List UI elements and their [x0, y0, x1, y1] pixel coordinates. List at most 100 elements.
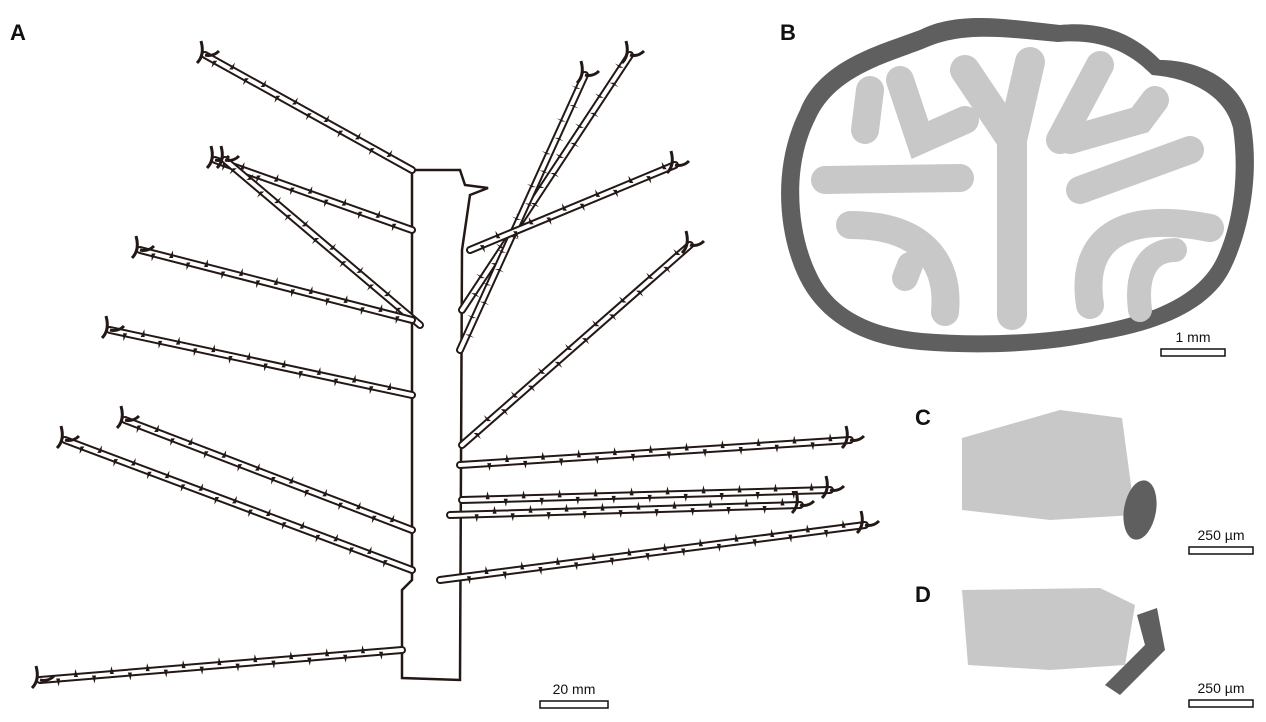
spine [627, 547, 632, 556]
spine [339, 261, 347, 268]
spine [299, 521, 305, 529]
branch-tip [130, 235, 156, 260]
spine [291, 289, 296, 298]
spine [505, 453, 510, 462]
branch-tip [820, 475, 846, 500]
spine [151, 253, 156, 262]
spine [274, 95, 281, 103]
spine [663, 542, 668, 551]
spine [164, 470, 170, 479]
spine [316, 367, 321, 375]
scale-bar-c [1188, 546, 1254, 555]
scale-label-b: 1 mm [1176, 329, 1211, 345]
spine [608, 314, 617, 321]
spine [312, 238, 320, 245]
branch-tip [665, 150, 691, 175]
spine [256, 280, 261, 289]
spine [698, 538, 703, 547]
spine [239, 161, 245, 170]
spine [496, 243, 505, 249]
spine [482, 282, 492, 286]
branch-axis [448, 503, 802, 517]
spine [510, 391, 519, 398]
panel-d-label: D [915, 582, 931, 607]
spine [211, 60, 218, 68]
spine [528, 217, 534, 225]
spine [663, 266, 671, 273]
spine [556, 556, 561, 565]
spine [828, 433, 833, 442]
scale-bar-a [539, 700, 609, 709]
spine [382, 560, 388, 568]
main-stem [400, 168, 489, 682]
spine [719, 492, 724, 501]
spine [394, 307, 402, 314]
spine [595, 93, 604, 98]
branch-tip [575, 60, 601, 85]
spine [113, 459, 119, 467]
spine [539, 497, 544, 506]
spine [564, 503, 569, 512]
spine [774, 444, 779, 453]
spine [467, 314, 477, 319]
spine [646, 176, 652, 184]
scale-label-c: 250 µm [1198, 527, 1245, 543]
spine [494, 269, 505, 273]
spine [546, 217, 552, 225]
sclerite-c-spine [1123, 480, 1157, 540]
spine [773, 483, 778, 492]
spine [593, 488, 598, 497]
spine [744, 498, 749, 507]
spine [619, 296, 627, 303]
spine [573, 562, 578, 571]
spine [214, 497, 220, 505]
spine [502, 571, 507, 580]
spine [199, 666, 204, 675]
panel-b-label: B [780, 20, 796, 45]
spine [770, 529, 775, 537]
spine [253, 654, 258, 663]
spine [589, 112, 599, 118]
branch-axis [63, 438, 414, 572]
spine [338, 502, 344, 511]
spine [752, 539, 757, 548]
spine [809, 482, 814, 491]
spine [351, 374, 356, 383]
spine [535, 183, 545, 188]
spine [609, 557, 614, 566]
spine [701, 485, 706, 494]
spine [361, 645, 366, 654]
spine [217, 657, 222, 666]
spine [180, 484, 186, 492]
spine [665, 486, 670, 495]
spine [708, 499, 713, 508]
spine [672, 500, 677, 509]
spine [577, 449, 582, 458]
spine [570, 142, 579, 148]
spine [479, 245, 485, 253]
spine [154, 424, 160, 432]
spine [304, 489, 310, 498]
spine [541, 451, 546, 460]
spine [509, 236, 519, 240]
spine [550, 172, 559, 178]
spine [228, 355, 233, 364]
spine [368, 148, 375, 156]
spine [788, 534, 793, 543]
spine [186, 262, 191, 271]
spine [683, 493, 688, 502]
spine [520, 561, 525, 570]
panel-c-label: C [915, 405, 931, 430]
spine [595, 189, 601, 197]
spine [484, 566, 489, 574]
spine [158, 340, 163, 349]
spine [136, 425, 142, 433]
spine [565, 343, 573, 350]
spine [841, 519, 846, 528]
spine [257, 191, 265, 198]
branch-tip [55, 425, 81, 450]
spine [629, 487, 634, 496]
spine [737, 484, 742, 493]
branch-axis [460, 53, 632, 312]
spine [203, 451, 209, 459]
